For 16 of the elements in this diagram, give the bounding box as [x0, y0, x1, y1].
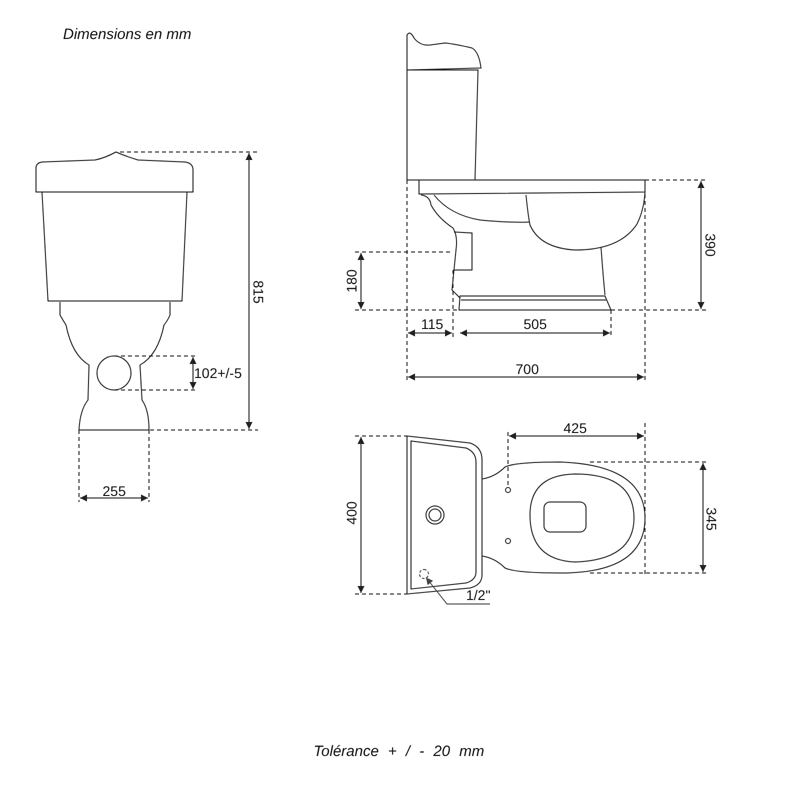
- dimension-value: 345: [703, 507, 720, 531]
- tolerance-note: Tolérance + / - 20 mm: [314, 744, 484, 760]
- inlet-hole: [419, 569, 429, 579]
- dimension-value: 425: [564, 420, 587, 436]
- dimension-value: 815: [250, 280, 266, 304]
- dimension-value: 505: [524, 316, 547, 332]
- dimension-value: 115: [421, 316, 444, 332]
- dimension-value: 180: [343, 269, 360, 293]
- dimension-value: 400: [343, 501, 360, 525]
- dimension-value: 102+/-5: [194, 365, 242, 381]
- dimension-value: 390: [702, 233, 718, 257]
- dimension-value: 700: [516, 361, 539, 377]
- thread-size-label: 1/2": [466, 587, 490, 603]
- leader-line: [426, 577, 490, 604]
- units-note: Dimensions en mm: [63, 27, 192, 43]
- dimension-value: 255: [102, 483, 126, 499]
